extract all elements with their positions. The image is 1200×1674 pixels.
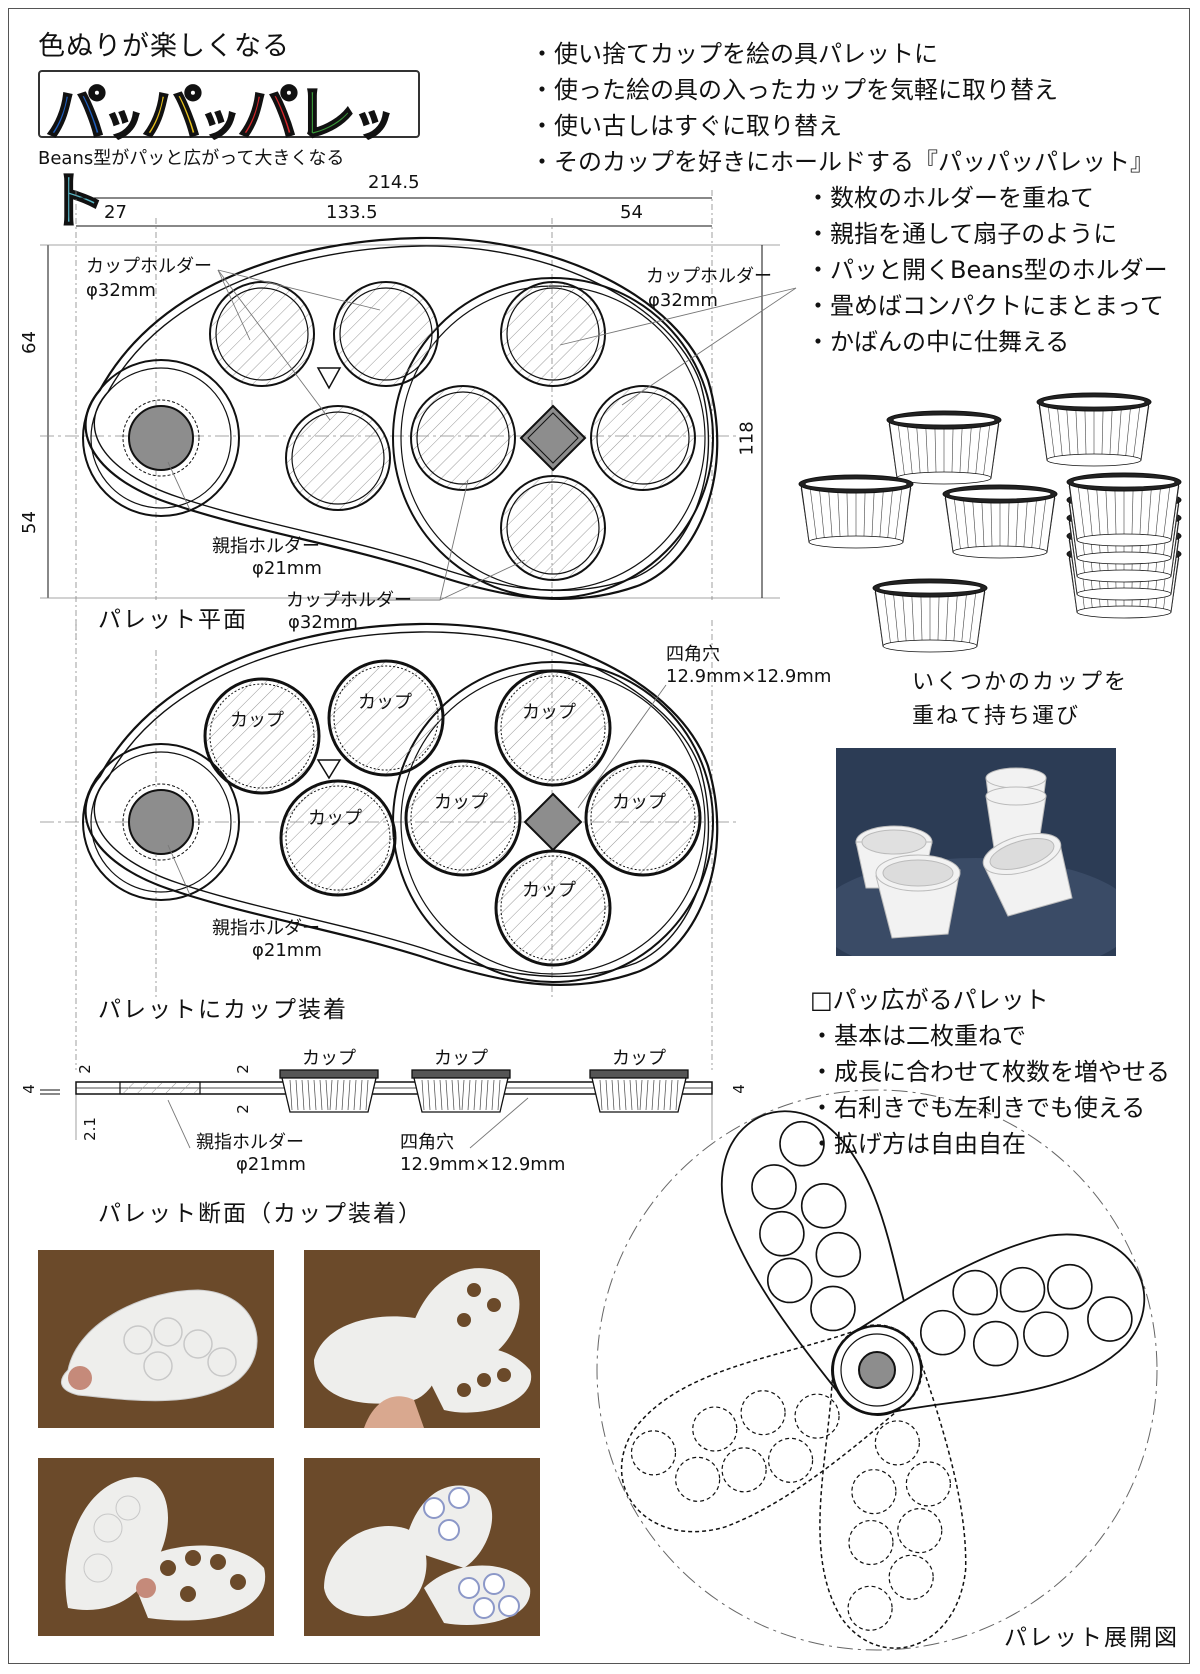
feature-list: ・使い捨てカップを絵の具パレットに ・使った絵の具の入ったカップを気軽に取り替え…: [530, 36, 1154, 180]
logo-char: ッ: [103, 98, 145, 146]
dim-section-mid-top: 2: [233, 1064, 252, 1074]
subtitle: Beans型がパッと広がって大きくなる: [38, 148, 345, 169]
label-square-hole: 四角穴: [666, 644, 720, 665]
dim-section-mid-bottom: 2: [233, 1104, 252, 1114]
dim-section-bottom: 2.1: [80, 1117, 99, 1141]
caption-expansion: パレット展開図: [1004, 1625, 1179, 1651]
label-cup-holder-topright: カップホルダー: [646, 266, 772, 287]
label-section-cup: カップ: [302, 1048, 356, 1069]
label-thumb-holder-size: φ21mm: [252, 558, 322, 579]
dim-section-top: 2: [75, 1064, 94, 1074]
expand-feature-item: ・成長に合わせて枚数を増やせる: [810, 1058, 1170, 1086]
logo-char: パ: [141, 79, 203, 151]
logo-char: パ: [45, 79, 107, 151]
feature-item: ・使った絵の具の入ったカップを気軽に取り替え: [530, 76, 1058, 104]
expand-feature-title: □パッ広がるパレット: [810, 986, 1049, 1014]
dim-left-bottom: 54: [18, 511, 40, 534]
logo-char: レ: [295, 79, 357, 151]
caption-plan: パレット平面: [98, 607, 248, 633]
holder-feature-item: ・畳めばコンパクトにまとまって: [806, 292, 1164, 320]
tagline: 色ぬりが楽しくなる: [38, 31, 290, 62]
cups-note-line2: 重ねて持ち運び: [912, 704, 1081, 729]
stacked-cups-illustration: [798, 392, 1182, 653]
label-thumb-holder-mounted: 親指ホルダー: [212, 918, 320, 939]
label-section-square-hole: 四角穴: [400, 1132, 454, 1153]
page-frame: [8, 8, 1190, 1664]
cups-photo-art: [836, 767, 1116, 956]
dim-section-right-thickness: 4: [729, 1084, 748, 1094]
section-cups: [279, 1069, 689, 1113]
dim-section-left-thickness: 4: [19, 1084, 38, 1094]
label-section-cup: カップ: [612, 1048, 666, 1069]
logo-char: ッ: [353, 98, 395, 146]
holder-feature-item: ・親指を通して扇子のように: [806, 220, 1118, 248]
cups-note-line1: いくつかのカップを: [912, 670, 1129, 695]
dim-middle-part: 133.5: [326, 202, 378, 223]
dim-right-height: 118: [736, 421, 758, 456]
product-photo-2-art: [314, 1268, 532, 1428]
expand-feature-item: ・右利きでも左利きでも使える: [810, 1094, 1146, 1122]
label-cup-holder-topright-size: φ32mm: [648, 290, 718, 311]
caption-mounted: パレットにカップ装着: [98, 997, 348, 1023]
label-cup: カップ: [612, 792, 666, 813]
expand-feature-item: ・基本は二枚重ねで: [810, 1022, 1026, 1050]
feature-item: ・そのカップを好きにホールドする『パッパッパレット』: [530, 148, 1154, 176]
product-photo-3-art: [65, 1477, 266, 1621]
label-section-thumb-holder-size: φ21mm: [236, 1154, 306, 1175]
dim-left-top: 64: [18, 331, 40, 354]
dim-left-part: 27: [104, 202, 127, 223]
label-cup-holder-bottom: カップホルダー: [286, 590, 412, 611]
label-section-cup: カップ: [434, 1048, 488, 1069]
dim-total: 214.5: [368, 172, 420, 193]
label-cup: カップ: [308, 808, 362, 829]
logo-char: ッ: [199, 98, 241, 146]
label-section-square-hole-size: 12.9mm×12.9mm: [400, 1154, 566, 1175]
dim-right-part: 54: [620, 202, 643, 223]
product-photo-1: [38, 1250, 274, 1428]
label-thumb-holder-mounted-size: φ21mm: [252, 940, 322, 961]
label-cup-holder-bottom-size: φ32mm: [288, 612, 358, 633]
label-square-hole-size: 12.9mm×12.9mm: [666, 666, 832, 687]
section-view: [40, 1069, 713, 1149]
label-cup: カップ: [358, 692, 412, 713]
holder-feature-item: ・数枚のホルダーを重ねて: [806, 184, 1094, 212]
expand-feature-list: □パッ広がるパレット ・基本は二枚重ねで ・成長に合わせて枚数を増やせる ・右利…: [810, 982, 1170, 1162]
mounted-view: [40, 620, 740, 1070]
label-thumb-holder: 親指ホルダー: [212, 536, 320, 557]
product-photo-4-art: [324, 1485, 531, 1625]
product-photo-2: [304, 1250, 540, 1428]
label-cup: カップ: [522, 702, 576, 723]
expand-feature-item: ・拡げ方は自由自在: [810, 1130, 1026, 1158]
plan-view: [40, 190, 797, 640]
label-cup: カップ: [434, 792, 488, 813]
label-section-thumb-holder: 親指ホルダー: [196, 1132, 304, 1153]
label-cup: カップ: [230, 710, 284, 731]
expansion-diagram: [596, 1089, 1158, 1651]
label-cup-holder-topleft-size: φ32mm: [86, 280, 156, 301]
label-cup-holder-topleft: カップホルダー: [86, 256, 212, 277]
holder-feature-item: ・パッと開くBeans型のホルダー: [806, 256, 1168, 284]
holder-feature-list: ・数枚のホルダーを重ねて ・親指を通して扇子のように ・パッと開くBeans型の…: [806, 180, 1168, 360]
product-photo-1-art: [60, 1289, 258, 1402]
product-photo-4: [304, 1458, 540, 1636]
label-cup: カップ: [522, 880, 576, 901]
holder-feature-item: ・かばんの中に仕舞える: [806, 328, 1070, 356]
logo-char: パ: [237, 79, 299, 151]
product-photo-3: [38, 1458, 274, 1636]
feature-item: ・使い古しはすぐに取り替え: [530, 112, 842, 140]
logo: パッパッパレット: [38, 70, 420, 238]
logo-wordmark: パッパッパレット: [45, 66, 418, 240]
cups-photo: [836, 748, 1116, 956]
feature-item: ・使い捨てカップを絵の具パレットに: [530, 40, 938, 68]
caption-section: パレット断面（カップ装着）: [98, 1201, 423, 1227]
